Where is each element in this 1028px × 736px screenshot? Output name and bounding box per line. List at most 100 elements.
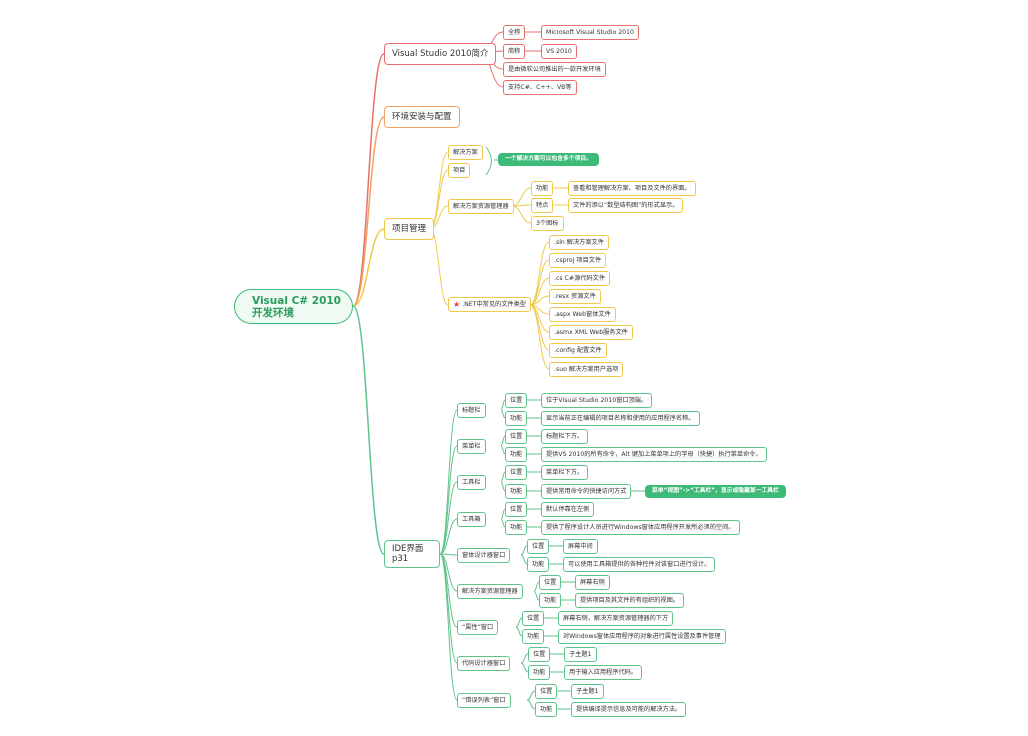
- ide-function-key[interactable]: 功能: [505, 411, 528, 426]
- connector-line: [439, 445, 458, 555]
- ide-function-key[interactable]: 功能: [505, 484, 528, 499]
- root-title-line2: 开发环境: [252, 307, 294, 319]
- root-title-line1: Visual C# 2010: [252, 295, 341, 307]
- ide-function-value[interactable]: 对Windows窗体应用程序的对象进行属性设置及事件管理: [558, 629, 726, 644]
- vs-short-value[interactable]: VS 2010: [541, 44, 577, 59]
- toolbar-callout[interactable]: 菜单“视图”->“工具栏”，显示或隐藏某一工具栏: [645, 485, 786, 498]
- ide-position-key[interactable]: 位置: [505, 429, 528, 444]
- ide-position-key[interactable]: 位置: [528, 647, 551, 662]
- connector-line: [352, 53, 385, 307]
- topic-vs-intro[interactable]: Visual Studio 2010简介: [384, 43, 497, 65]
- ide-group-9[interactable]: “错误列表”窗口: [457, 693, 511, 708]
- ide-group-5[interactable]: 窗体设计器窗口: [457, 548, 511, 563]
- vs-short-key[interactable]: 简称: [503, 44, 526, 59]
- filetype-item[interactable]: .csproj 项目文件: [549, 253, 607, 268]
- ide-position-key[interactable]: 位置: [527, 539, 550, 554]
- topic-project-mgmt[interactable]: 项目管理: [384, 218, 435, 240]
- ide-group-2[interactable]: 菜单栏: [457, 439, 486, 454]
- connector-line: [352, 116, 385, 307]
- ide-group-4[interactable]: 工具箱: [457, 512, 486, 527]
- connector-line: [439, 553, 458, 628]
- ide-function-key[interactable]: 功能: [505, 520, 528, 535]
- ide-function-key[interactable]: 功能: [528, 665, 551, 680]
- connector-line: [500, 481, 506, 492]
- topic-env-setup[interactable]: 环境安装与配置: [384, 106, 460, 128]
- connector-line: [500, 518, 506, 528]
- root-topic[interactable]: Visual C# 2010 开发环境: [234, 289, 353, 324]
- ide-group-6[interactable]: 解决方案资源管理器: [457, 584, 523, 599]
- connector-line: [439, 481, 458, 555]
- connector-line: [511, 205, 532, 224]
- filetype-item[interactable]: .aspx Web窗体文件: [549, 307, 616, 322]
- ide-position-key[interactable]: 位置: [505, 502, 528, 517]
- ide-position-value[interactable]: 位于Visual Studio 2010窗口顶端。: [541, 393, 653, 408]
- ide-position-value[interactable]: 子主题1: [571, 684, 604, 699]
- ide-position-value[interactable]: 子主题1: [564, 647, 597, 662]
- filetype-item[interactable]: .sln 解决方案文件: [549, 235, 609, 250]
- filetype-item[interactable]: .cs C#源代码文件: [549, 271, 611, 286]
- ide-group-8[interactable]: 代码设计器窗口: [457, 656, 511, 671]
- ide-position-value[interactable]: 菜单栏下方。: [541, 465, 589, 480]
- filetype-item[interactable]: .resx 资源文件: [549, 289, 601, 304]
- ide-group-7[interactable]: “属性”窗口: [457, 620, 499, 635]
- connector-line: [526, 699, 536, 710]
- node-project[interactable]: 项目: [448, 163, 471, 178]
- connector-line: [520, 554, 528, 565]
- explorer-func-value[interactable]: 查看和管理解决方案、项目及文件的界面。: [568, 181, 696, 196]
- vs-desc1[interactable]: 是由微软公司推出的一款开发环境: [503, 62, 606, 77]
- connector-line: [520, 653, 529, 664]
- ide-group-1[interactable]: 标题栏: [457, 403, 486, 418]
- connector-line: [439, 518, 458, 555]
- ide-function-value[interactable]: 提供了程序设计人员进行Windows窗体应用程序开发所必须的空间。: [541, 520, 740, 535]
- filetype-item[interactable]: .suo 解决方案用户选项: [549, 362, 624, 377]
- explorer-feat-value[interactable]: 文件的添以“数型结构图”的形式显示。: [568, 198, 684, 213]
- connector-line: [529, 241, 550, 306]
- ide-position-key[interactable]: 位置: [522, 611, 545, 626]
- ide-function-key[interactable]: 功能: [522, 629, 545, 644]
- explorer-func-key[interactable]: 功能: [531, 181, 554, 196]
- filetype-item[interactable]: .asmx XML Web服务文件: [549, 325, 633, 340]
- filetype-item[interactable]: .config 配置文件: [549, 343, 607, 358]
- ide-function-key[interactable]: 功能: [505, 447, 528, 462]
- connector-line: [515, 626, 523, 637]
- explorer-icons[interactable]: 3个图标: [531, 216, 564, 231]
- ide-position-key[interactable]: 位置: [505, 393, 528, 408]
- ide-group-3[interactable]: 工具栏: [457, 475, 486, 490]
- ide-position-value[interactable]: 屏幕右侧: [575, 575, 610, 590]
- ide-position-value[interactable]: 标题栏下方。: [541, 429, 589, 444]
- ide-function-value[interactable]: 可以使用工具箱提供的各种控件对该窗口进行设计。: [563, 557, 716, 572]
- node-solution-explorer[interactable]: 解决方案资源管理器: [448, 199, 514, 214]
- ide-function-value[interactable]: 提供项目及其文件的有组织的视图。: [575, 593, 684, 608]
- summary-brace: [485, 146, 492, 176]
- ide-function-value[interactable]: 提供VS 2010的所有命令，Alt 键加上菜单项上的字母（快捷）执行菜单命令。: [541, 447, 767, 462]
- node-solution[interactable]: 解决方案: [448, 145, 483, 160]
- ide-function-value[interactable]: 提供编译提示信息及可能的解决方法。: [571, 702, 687, 717]
- ide-position-value[interactable]: 屏幕中间: [563, 539, 598, 554]
- ide-function-value[interactable]: 用于输入应用程序代码。: [564, 665, 643, 680]
- vs-full-key[interactable]: 全称: [503, 25, 526, 40]
- ide-function-key[interactable]: 功能: [535, 702, 558, 717]
- ide-line1: IDE界面: [392, 544, 424, 554]
- solution-callout[interactable]: 一个解决方案可以包含多个项目。: [498, 153, 599, 166]
- explorer-feat-key[interactable]: 特点: [531, 198, 554, 213]
- ide-function-value[interactable]: 显示当前正在编辑的项目名称和使用的应用程序名称。: [541, 411, 700, 426]
- connector-line: [529, 304, 550, 351]
- ide-position-key[interactable]: 位置: [505, 465, 528, 480]
- ide-position-value[interactable]: 屏幕右侧，解决方案资源管理器的下方: [558, 611, 674, 626]
- star-icon: ★: [453, 300, 461, 309]
- ide-function-key[interactable]: 功能: [539, 593, 562, 608]
- vs-desc2[interactable]: 支持C#、C++、VB等: [503, 80, 577, 95]
- node-dotnet-filetypes[interactable]: ★.NET中常见的文件类型: [448, 297, 531, 312]
- connector-line: [352, 228, 385, 307]
- connector-line: [439, 553, 458, 701]
- vs-full-value[interactable]: Microsoft Visual Studio 2010: [541, 25, 639, 40]
- connector-line: [520, 662, 529, 673]
- ide-function-value[interactable]: 提供常用命令的快捷访问方式: [541, 484, 632, 499]
- ide-function-key[interactable]: 功能: [527, 557, 550, 572]
- ide-position-key[interactable]: 位置: [535, 684, 558, 699]
- ide-position-value[interactable]: 默认停靠在左侧: [541, 502, 595, 517]
- ide-position-key[interactable]: 位置: [539, 575, 562, 590]
